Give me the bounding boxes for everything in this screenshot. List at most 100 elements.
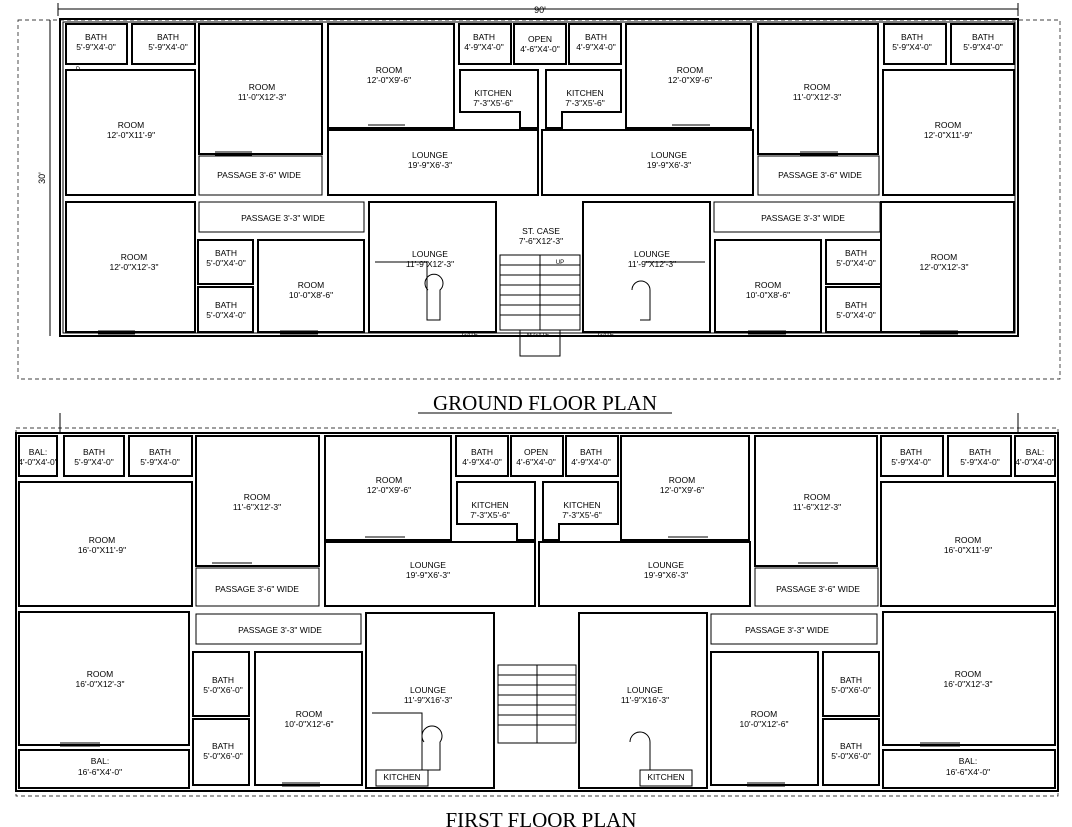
room-name: UP xyxy=(556,260,564,266)
room-size: 11'-0"X12'-3" xyxy=(793,92,841,102)
outer-wall xyxy=(15,432,1059,792)
room-size: 10'-0"X12'-6" xyxy=(285,719,334,729)
room-name: ROOM xyxy=(935,120,961,130)
room-size: 19'-9"X6'-3" xyxy=(408,160,452,170)
room-name: BAL: xyxy=(91,756,109,766)
room-size: 5'-0"X6'-0" xyxy=(203,751,243,761)
room-name: M.GATE xyxy=(527,333,550,339)
room-name: ROOM xyxy=(755,280,781,290)
room-name: PASSAGE 3'-3" WIDE xyxy=(241,213,325,223)
room-size: 5'-9"X4'-0" xyxy=(140,457,180,467)
room-size: 11'-9"X16'-3" xyxy=(621,695,669,705)
room-size: 5'-9"X4'-0" xyxy=(892,42,932,52)
room-size: 19'-9"X6'-3" xyxy=(647,160,691,170)
room-name: ROOM xyxy=(89,535,115,545)
room-size: 5'-9"X4'-0" xyxy=(963,42,1003,52)
room-size: 5'-9"X4'-0" xyxy=(76,42,116,52)
room-size: 7'-3"X5'-6" xyxy=(565,98,605,108)
room-name: BAL: xyxy=(1026,447,1044,457)
room-name: ROOM xyxy=(669,475,695,485)
room-name: BATH xyxy=(149,447,171,457)
room-name: BATH xyxy=(580,447,602,457)
room-size: 5'-9"X4'-0" xyxy=(148,42,188,52)
room-name: OPEN xyxy=(528,34,552,44)
room-size: 16'-0"X11'-9" xyxy=(78,545,126,555)
room-size: 10'-0"X8'-6" xyxy=(289,290,333,300)
room-name: BATH xyxy=(471,447,493,457)
room-name: BATH xyxy=(900,447,922,457)
room-size: 4'-0"X4'-0" xyxy=(1015,457,1055,467)
room-name: BATH xyxy=(473,32,495,42)
room-name: GATE xyxy=(462,333,478,339)
room-size: 12'-0"X9'-6" xyxy=(367,485,411,495)
room-size: 5'-0"X4'-0" xyxy=(836,258,876,268)
room-name: ROOM xyxy=(244,492,270,502)
depth-dimension: 30' xyxy=(37,172,47,184)
room-name: KITCHEN xyxy=(647,772,684,782)
room-name: BATH xyxy=(845,248,867,258)
room-name: ROOM xyxy=(249,82,275,92)
room-name: BATH xyxy=(969,447,991,457)
room-name: BAL: xyxy=(959,756,977,766)
room-size: 11'-9"X12'-3" xyxy=(628,259,676,269)
room-name: PASSAGE 3'-3" WIDE xyxy=(745,625,829,635)
room-name: LOUNGE xyxy=(412,249,448,259)
room-size: 16'-6"X4'-0" xyxy=(78,767,122,777)
room-name: ROOM xyxy=(296,709,322,719)
room-size: 4'-9"X4'-0" xyxy=(576,42,616,52)
room-size: 5'-0"X4'-0" xyxy=(836,310,876,320)
room-name: KITCHEN xyxy=(566,88,603,98)
room-size: 19'-9"X6'-3" xyxy=(644,570,688,580)
room-name: OPEN xyxy=(524,447,548,457)
room-name: ROOM xyxy=(376,475,402,485)
room-size: 4'-9"X4'-0" xyxy=(464,42,504,52)
room-name: BATH xyxy=(215,248,237,258)
room-name: PASSAGE 3'-3" WIDE xyxy=(238,625,322,635)
room-size: 4'-6"X4'-0" xyxy=(520,44,560,54)
room-name: BATH xyxy=(840,741,862,751)
room-size: 5'-0"X6'-0" xyxy=(203,685,243,695)
room-name: ROOM xyxy=(955,535,981,545)
room-size: 10'-0"X12'-6" xyxy=(740,719,789,729)
room-name: BATH xyxy=(972,32,994,42)
ground-floor-title: GROUND FLOOR PLAN xyxy=(433,391,657,415)
room-size: 16'-6"X4'-0" xyxy=(946,767,990,777)
room-size: 11'-9"X16'-3" xyxy=(404,695,452,705)
room-name: ROOM xyxy=(931,252,957,262)
room-name: BATH xyxy=(212,675,234,685)
room-name: ST. CASE xyxy=(522,226,560,236)
room-name: ROOM xyxy=(118,120,144,130)
room-size: 4'-9"X4'-0" xyxy=(571,457,611,467)
room-name: BATH xyxy=(85,32,107,42)
room-name: BATH xyxy=(83,447,105,457)
first-floor-title: FIRST FLOOR PLAN xyxy=(446,808,637,827)
room-size: 11'-6"X12'-3" xyxy=(233,502,281,512)
room-size: 16'-0"X11'-9" xyxy=(944,545,992,555)
room-name: PASSAGE 3'-6" WIDE xyxy=(215,584,299,594)
room-size: 11'-9"X12'-3" xyxy=(406,259,454,269)
room-size: 10'-0"X8'-6" xyxy=(746,290,790,300)
room-size: 4'-6"X4'-0" xyxy=(516,457,556,467)
room-name: ROOM xyxy=(298,280,324,290)
room-size: 12'-0"X11'-9" xyxy=(107,130,155,140)
room-name: LOUNGE xyxy=(651,150,687,160)
room-name: D xyxy=(76,67,81,73)
room-size: 11'-0"X12'-3" xyxy=(238,92,286,102)
room-size: 5'-0"X6'-0" xyxy=(831,685,871,695)
room-name: BATH xyxy=(845,300,867,310)
room-name: ROOM xyxy=(87,669,113,679)
first-labels: BAL: 4'-0"X4'-0" BATH 5'-9"X4'-0" BATH 5… xyxy=(18,447,1055,782)
room-name: ROOM xyxy=(804,492,830,502)
ground-floor-plan: 90' 30' xyxy=(17,3,1061,415)
room-size: 12'-0"X9'-6" xyxy=(668,75,712,85)
room-name: ROOM xyxy=(804,82,830,92)
room-name: LOUNGE xyxy=(412,150,448,160)
room-name: PASSAGE 3'-6" WIDE xyxy=(776,584,860,594)
room-name: LOUNGE xyxy=(627,685,663,695)
room-name: GATE xyxy=(598,333,614,339)
room-name: ROOM xyxy=(376,65,402,75)
room-size: 12'-0"X9'-6" xyxy=(367,75,411,85)
room-size: 7'-3"X5'-6" xyxy=(473,98,513,108)
room-name: KITCHEN xyxy=(563,500,600,510)
room-name: BAL: xyxy=(29,447,47,457)
